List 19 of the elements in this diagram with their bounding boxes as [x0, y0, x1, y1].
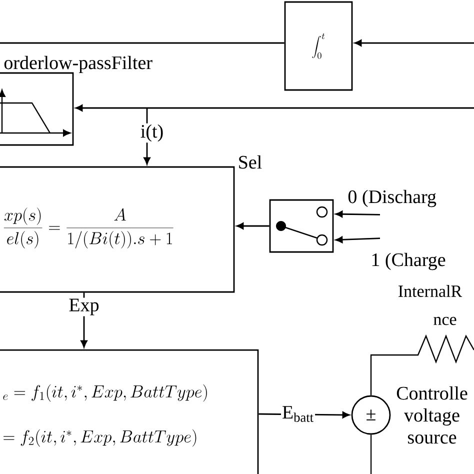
- component-label: nce: [434, 316, 456, 326]
- component-label: InternalR: [398, 285, 462, 297]
- input-label: 1 (Charge: [372, 252, 446, 270]
- block-title: orderlow-passFilter: [4, 56, 152, 74]
- source-caption: Controlle voltage source: [396, 386, 468, 444]
- edge-label: E$_{batt}$: [280, 405, 316, 423]
- formula: ${}_{e}=f_{1}(it,i^{*},Exp,BattType)$: [3, 384, 207, 402]
- arrow: [75, 104, 474, 112]
- edge-label: Sel: [239, 155, 262, 169]
- input-label: 0 (Discharg: [348, 190, 436, 208]
- arrow: [335, 210, 380, 218]
- arrow: [335, 236, 380, 244]
- edge-label: Exp: [68, 298, 100, 316]
- formula: $=f_{2}(it,i^{*},Exp,BattType)$: [4, 429, 196, 447]
- arrow: [354, 40, 474, 46]
- formula: $\frac{xp(s)}{el(s)}=\frac{A}{1/(Bi(t)).s+1}$: [4, 208, 174, 248]
- edge-label: i(t): [139, 123, 165, 143]
- integrator-block: $\int_{0}^{t}$: [284, 1, 353, 91]
- arrow: [236, 222, 270, 230]
